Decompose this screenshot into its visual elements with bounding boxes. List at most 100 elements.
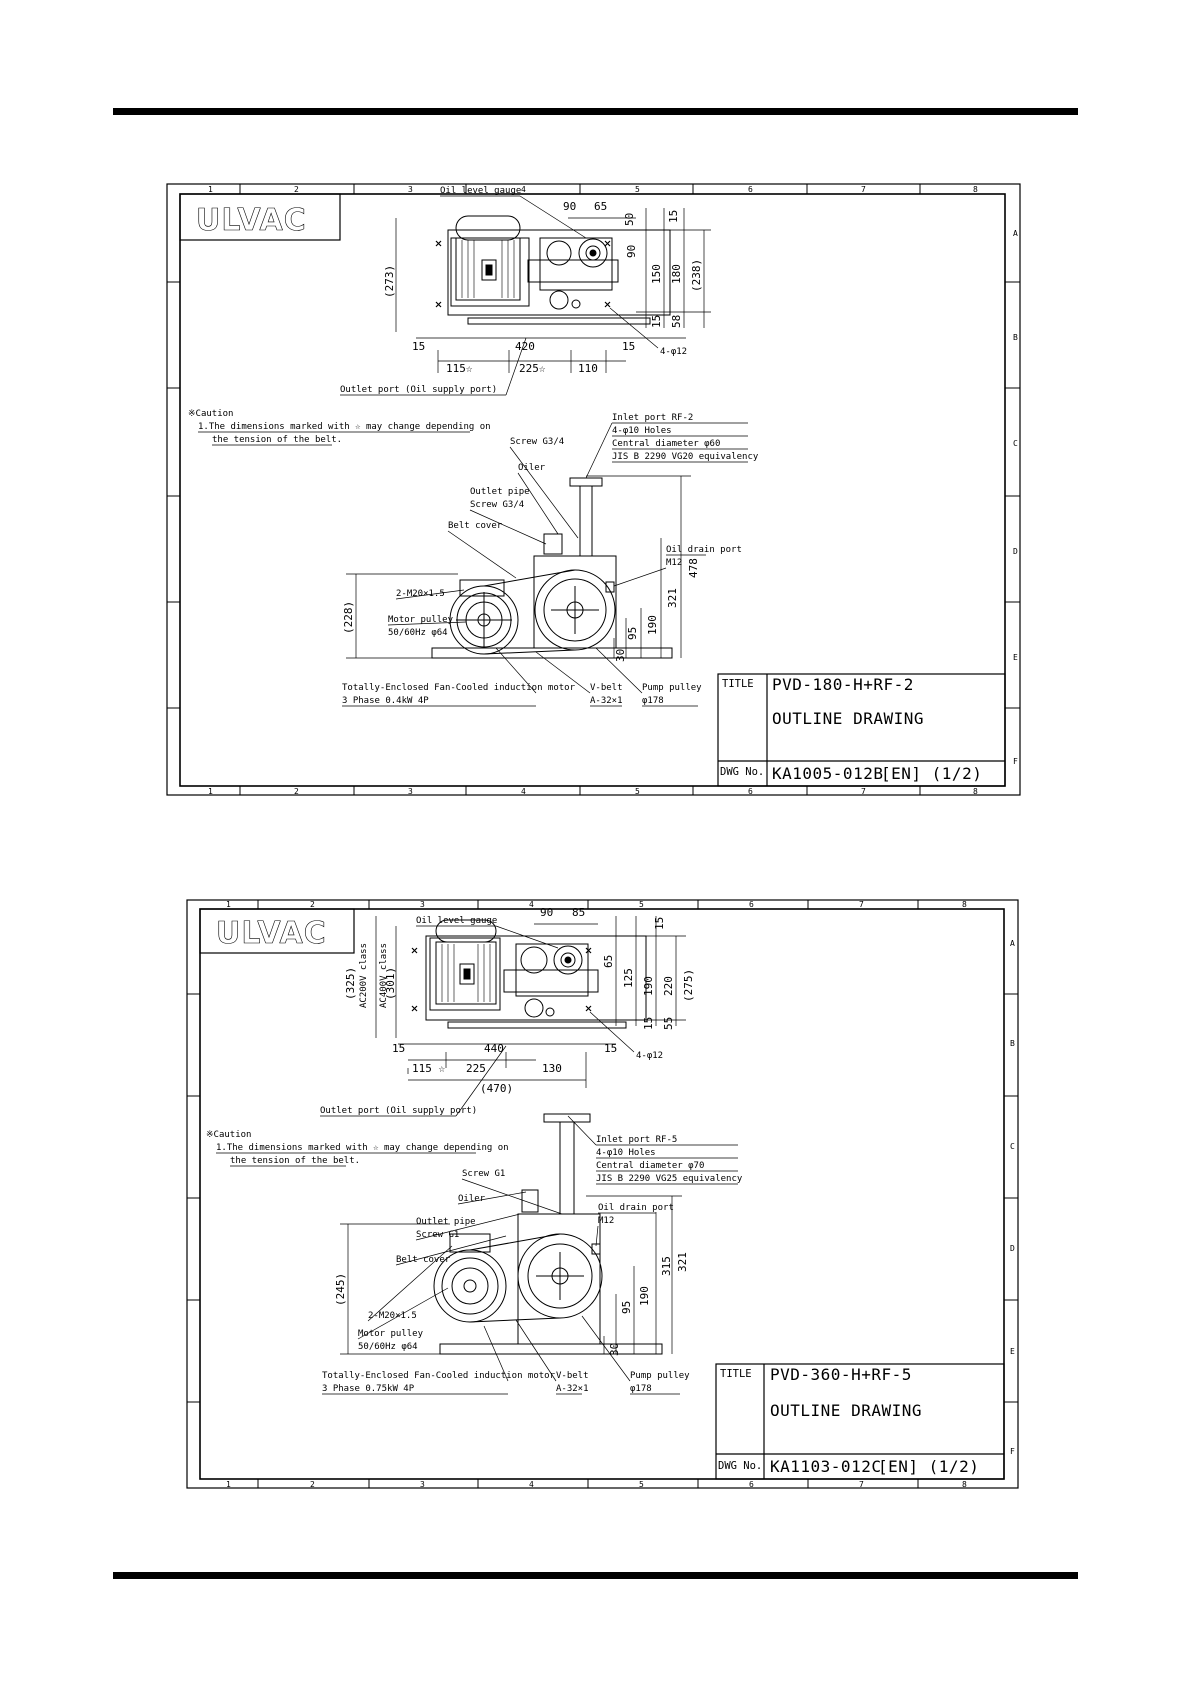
dim-label: 55 [662, 1017, 675, 1030]
pump-pulley-label: Pump pulley [630, 1371, 690, 1381]
dim-label: 65 [602, 955, 615, 968]
cable-gland-label: 2-M20×1.5 [396, 589, 445, 599]
col-label: 5 [639, 900, 644, 909]
dim-label: 90 [625, 245, 638, 258]
vbelt-spec: A-32×1 [590, 696, 623, 706]
caution-line: the tension of the belt. [212, 435, 342, 445]
col-label: 7 [859, 900, 864, 909]
row-label: E [1013, 653, 1018, 662]
row-label: C [1013, 439, 1018, 448]
ac400-label: AC400V class [379, 943, 389, 1008]
dim-label: 130 [542, 1062, 562, 1075]
col-label: 6 [749, 1480, 754, 1489]
caution-line: the tension of the belt. [230, 1156, 360, 1166]
col-label: 2 [310, 900, 315, 909]
dim-label: 180 [670, 264, 683, 284]
drawing-number: KA1005-012B [772, 764, 883, 783]
drawing-subtitle: OUTLINE DRAWING [772, 709, 924, 728]
dim-label: (275) [682, 969, 695, 1002]
dim-label: 478 [687, 558, 700, 578]
row-label: D [1010, 1244, 1015, 1253]
oil-level-gauge-label: Oil level gauge [416, 916, 497, 926]
dim-label: (228) [342, 601, 355, 634]
col-label: 1 [226, 900, 231, 909]
dim-label: 15 [653, 917, 666, 930]
outlet-pipe-screw-label: Screw G1 [416, 1230, 459, 1240]
dim-label: 420 [515, 340, 535, 353]
row-label: D [1013, 547, 1018, 556]
vbelt-spec: A-32×1 [556, 1384, 589, 1394]
dim-label: (470) [480, 1082, 513, 1095]
col-label: 6 [748, 787, 753, 796]
dim-label: 90 [563, 200, 576, 213]
drawing-sheet: [EN] (1/2) [881, 764, 982, 783]
dim-label: 95 [620, 1301, 633, 1314]
outlet-pipe-screw-label: Screw G3/4 [470, 500, 524, 510]
col-label: 6 [748, 185, 753, 194]
col-label: 8 [962, 900, 967, 909]
col-label: 3 [420, 900, 425, 909]
dim-label: 58 [670, 315, 683, 328]
dim-label: 115 ☆ [412, 1062, 445, 1075]
col-label: 7 [861, 787, 866, 796]
caution-heading: ※Caution [188, 409, 233, 419]
col-label: 1 [208, 185, 213, 194]
belt-cover-label: Belt cover [396, 1255, 451, 1265]
dim-label: 15 [412, 340, 425, 353]
dim-label: 115☆ [446, 362, 473, 375]
dim-label: 125 [622, 968, 635, 988]
mount-holes-label: 4-φ12 [660, 347, 687, 357]
col-label: 8 [973, 185, 978, 194]
row-label: E [1010, 1347, 1015, 1356]
motor-spec-line: 3 Phase 0.4kW 4P [342, 696, 429, 706]
inlet-port-label: Inlet port RF-5 [596, 1135, 677, 1145]
dim-label: 315 [660, 1256, 673, 1276]
motor-pulley-spec: 50/60Hz φ64 [388, 628, 448, 638]
outlet-pipe-label: Outlet pipe [416, 1217, 476, 1227]
row-label: B [1010, 1039, 1015, 1048]
drawing-title: PVD-360-H+RF-5 [770, 1365, 912, 1384]
footer-rule [113, 1572, 1078, 1579]
central-diameter-label: Central diameter φ60 [612, 439, 720, 449]
inlet-port-label: Inlet port RF-2 [612, 413, 693, 423]
ulvac-logo: ULVAC [196, 203, 307, 238]
dim-label: 85 [572, 906, 585, 919]
outline-drawing-1: 1 2 3 4 5 6 7 8 1 2 3 4 5 6 7 8 A B C D … [166, 178, 1022, 810]
outlet-port-label: Outlet port (Oil supply port) [340, 385, 497, 395]
central-diameter-label: Central diameter φ70 [596, 1161, 704, 1171]
col-label: 4 [521, 787, 526, 796]
dim-label: 65 [594, 200, 607, 213]
motor-spec-line: Totally-Enclosed Fan-Cooled induction mo… [342, 683, 576, 693]
caution-heading: ※Caution [206, 1130, 251, 1140]
oil-drain-port-label: Oil drain port [666, 545, 742, 555]
screw-label: Screw G1 [462, 1169, 505, 1179]
oil-drain-port-label: Oil drain port [598, 1203, 674, 1213]
dim-label: 110 [578, 362, 598, 375]
caution-line: 1.The dimensions marked with ☆ may chang… [198, 422, 491, 432]
pump-pulley-spec: φ178 [630, 1384, 652, 1394]
col-label: 4 [521, 185, 526, 194]
caution-line: 1.The dimensions marked with ☆ may chang… [216, 1143, 509, 1153]
oiler-label: Oiler [458, 1194, 486, 1204]
row-label: F [1013, 757, 1018, 766]
drawing-sheet: [EN] (1/2) [878, 1457, 979, 1476]
header-rule [113, 108, 1078, 115]
dim-label: (238) [690, 259, 703, 292]
dim-label: 225 [466, 1062, 486, 1075]
col-label: 5 [635, 787, 640, 796]
dim-label: (325) [344, 967, 357, 1000]
ulvac-logo: ULVAC [216, 916, 327, 951]
motor-spec-line: Totally-Enclosed Fan-Cooled induction mo… [322, 1371, 556, 1381]
col-label: 3 [408, 185, 413, 194]
oil-drain-spec: M12 [598, 1216, 614, 1226]
col-label: 7 [861, 185, 866, 194]
col-label: 4 [529, 900, 534, 909]
row-label: C [1010, 1142, 1015, 1151]
motor-pulley-spec: 50/60Hz φ64 [358, 1342, 418, 1352]
col-label: 1 [226, 1480, 231, 1489]
drawing-2-canvas: 1 2 3 4 5 6 7 8 1 2 3 4 5 6 7 8 A B C D … [186, 899, 1019, 1489]
motor-pulley-label: Motor pulley [358, 1329, 424, 1339]
col-label: 2 [310, 1480, 315, 1489]
oiler-label: Oiler [518, 463, 546, 473]
col-label: 3 [420, 1480, 425, 1489]
